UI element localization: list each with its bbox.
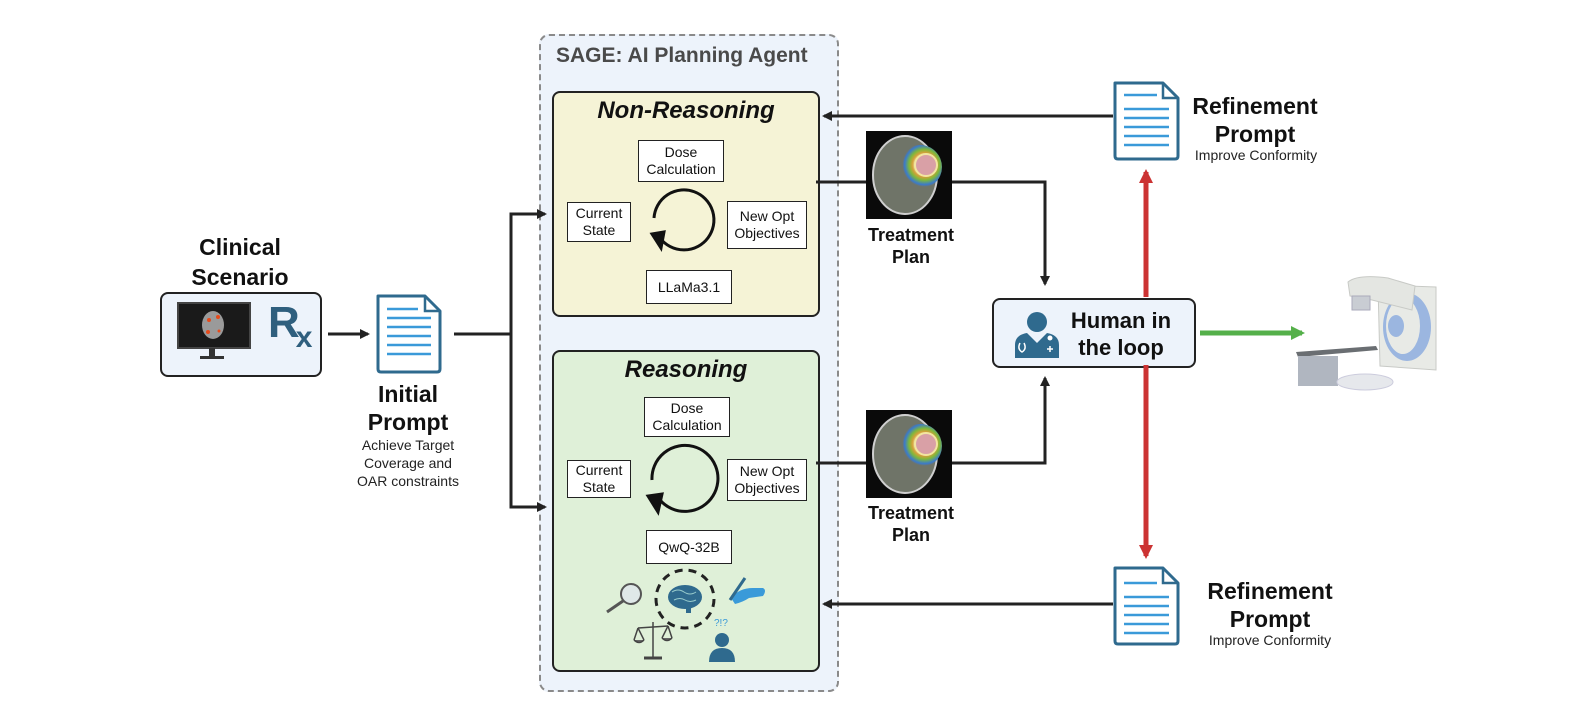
linear-accelerator-icon	[1296, 276, 1437, 391]
current-label: Current	[575, 205, 623, 221]
prescription-rx-icon: Rx	[268, 298, 316, 354]
human-in-label: Human in	[1070, 308, 1172, 333]
human-in-the-loop-box: Human in the loop	[992, 298, 1196, 368]
treatment-plan-label-top: Treatment Plan	[856, 224, 966, 268]
document-icon	[1113, 81, 1180, 161]
new-opt-label: New Opt	[739, 208, 795, 224]
dose-label: Dose	[664, 144, 698, 160]
refinement-prompt-title-bottom: Refinement Prompt	[1195, 577, 1345, 633]
objectives-label: Objectives	[734, 225, 800, 241]
dose-label: Dose	[670, 400, 704, 416]
desc-line: Achieve Target	[361, 437, 455, 453]
prompt-label: Prompt	[1214, 121, 1296, 147]
sage-title: SAGE: AI Planning Agent	[556, 44, 808, 67]
treatment-label: Treatment	[867, 503, 955, 523]
refinement-label: Refinement	[1207, 578, 1333, 604]
plan-label: Plan	[891, 525, 930, 545]
document-icon	[1113, 566, 1180, 646]
initial-prompt-description: Achieve Target Coverage and OAR constrai…	[338, 436, 478, 490]
refinement-desc-bottom: Improve Conformity	[1208, 632, 1332, 648]
human-in-loop-label: Human in the loop	[1056, 307, 1186, 361]
initial-label: Initial	[377, 381, 439, 407]
desc-line: OAR constraints	[357, 473, 459, 489]
brain-dose-map-icon	[866, 410, 952, 498]
refinement-prompt-title-top: Refinement Prompt	[1180, 92, 1330, 148]
brain-dose-map-icon	[866, 131, 952, 219]
prompt-label: Prompt	[1229, 606, 1311, 632]
new-opt-label: New Opt	[739, 463, 795, 479]
rx-r: R	[268, 298, 300, 347]
desc-line: Coverage and	[364, 455, 452, 471]
non-reasoning-title: Non-Reasoning	[597, 97, 775, 124]
arrow-plan-to-human-bottom	[952, 376, 1050, 465]
treatment-plan-label-bottom: Treatment Plan	[856, 502, 966, 546]
calculation-label: Calculation	[652, 417, 722, 433]
state-label: State	[582, 479, 616, 495]
reasoning-title: Reasoning	[624, 356, 748, 383]
the-loop-label: the loop	[1078, 335, 1164, 360]
refinement-desc-top: Improve Conformity	[1194, 147, 1318, 163]
clinical-scenario-title: Clinical Scenario	[170, 232, 310, 292]
calculation-label: Calculation	[646, 161, 716, 177]
current-label: Current	[575, 462, 623, 478]
initial-prompt-title: Initial Prompt	[348, 380, 468, 436]
plan-label: Plan	[891, 247, 930, 267]
state-label: State	[582, 222, 616, 238]
objectives-label: Objectives	[734, 480, 800, 496]
qwq-model-box: QwQ-32B	[646, 530, 732, 564]
clinical-label: Clinical	[199, 234, 281, 260]
scenario-label: Scenario	[191, 264, 289, 290]
prompt-label: Prompt	[367, 409, 449, 435]
document-icon	[376, 294, 442, 374]
refinement-label: Refinement	[1192, 93, 1318, 119]
rx-x: x	[295, 321, 313, 354]
treatment-label: Treatment	[867, 225, 955, 245]
llama-model-box: LLaMa3.1	[646, 270, 732, 304]
